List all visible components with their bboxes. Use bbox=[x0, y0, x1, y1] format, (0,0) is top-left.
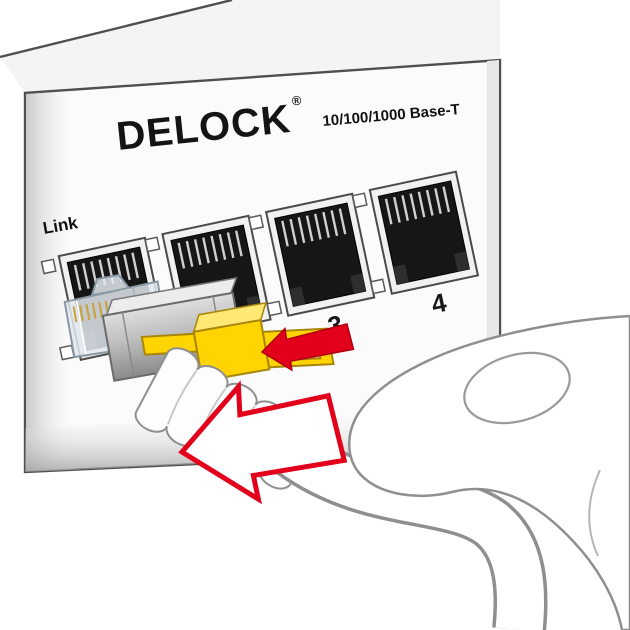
port-pins bbox=[177, 230, 243, 269]
fingernail bbox=[463, 351, 571, 425]
network-cable bbox=[275, 429, 548, 630]
port-pins bbox=[281, 208, 347, 247]
port-pins bbox=[384, 186, 451, 225]
pull-arrow-icon bbox=[178, 380, 348, 505]
link-led-bottom bbox=[370, 278, 387, 295]
link-led-top bbox=[40, 258, 57, 275]
link-led-top bbox=[248, 214, 265, 231]
port-number-4: 4 bbox=[429, 287, 450, 319]
rj45-port-3: 3 bbox=[248, 192, 376, 341]
link-led-bottom bbox=[266, 300, 283, 317]
panel-left-shading bbox=[26, 90, 80, 471]
pressing-finger bbox=[348, 314, 630, 630]
link-led-top bbox=[144, 236, 161, 253]
cable-body bbox=[278, 432, 545, 630]
knuckle-crease bbox=[588, 469, 601, 557]
registered-mark: ® bbox=[291, 93, 303, 109]
plug-facet-line bbox=[75, 300, 87, 355]
switch-top-edge bbox=[0, 0, 233, 59]
rj45-port-4: 4 bbox=[351, 170, 480, 319]
switch-top-face bbox=[0, 0, 500, 93]
connector-seam bbox=[121, 312, 135, 378]
link-led-top bbox=[351, 192, 368, 209]
press-arrow-icon bbox=[260, 322, 355, 372]
